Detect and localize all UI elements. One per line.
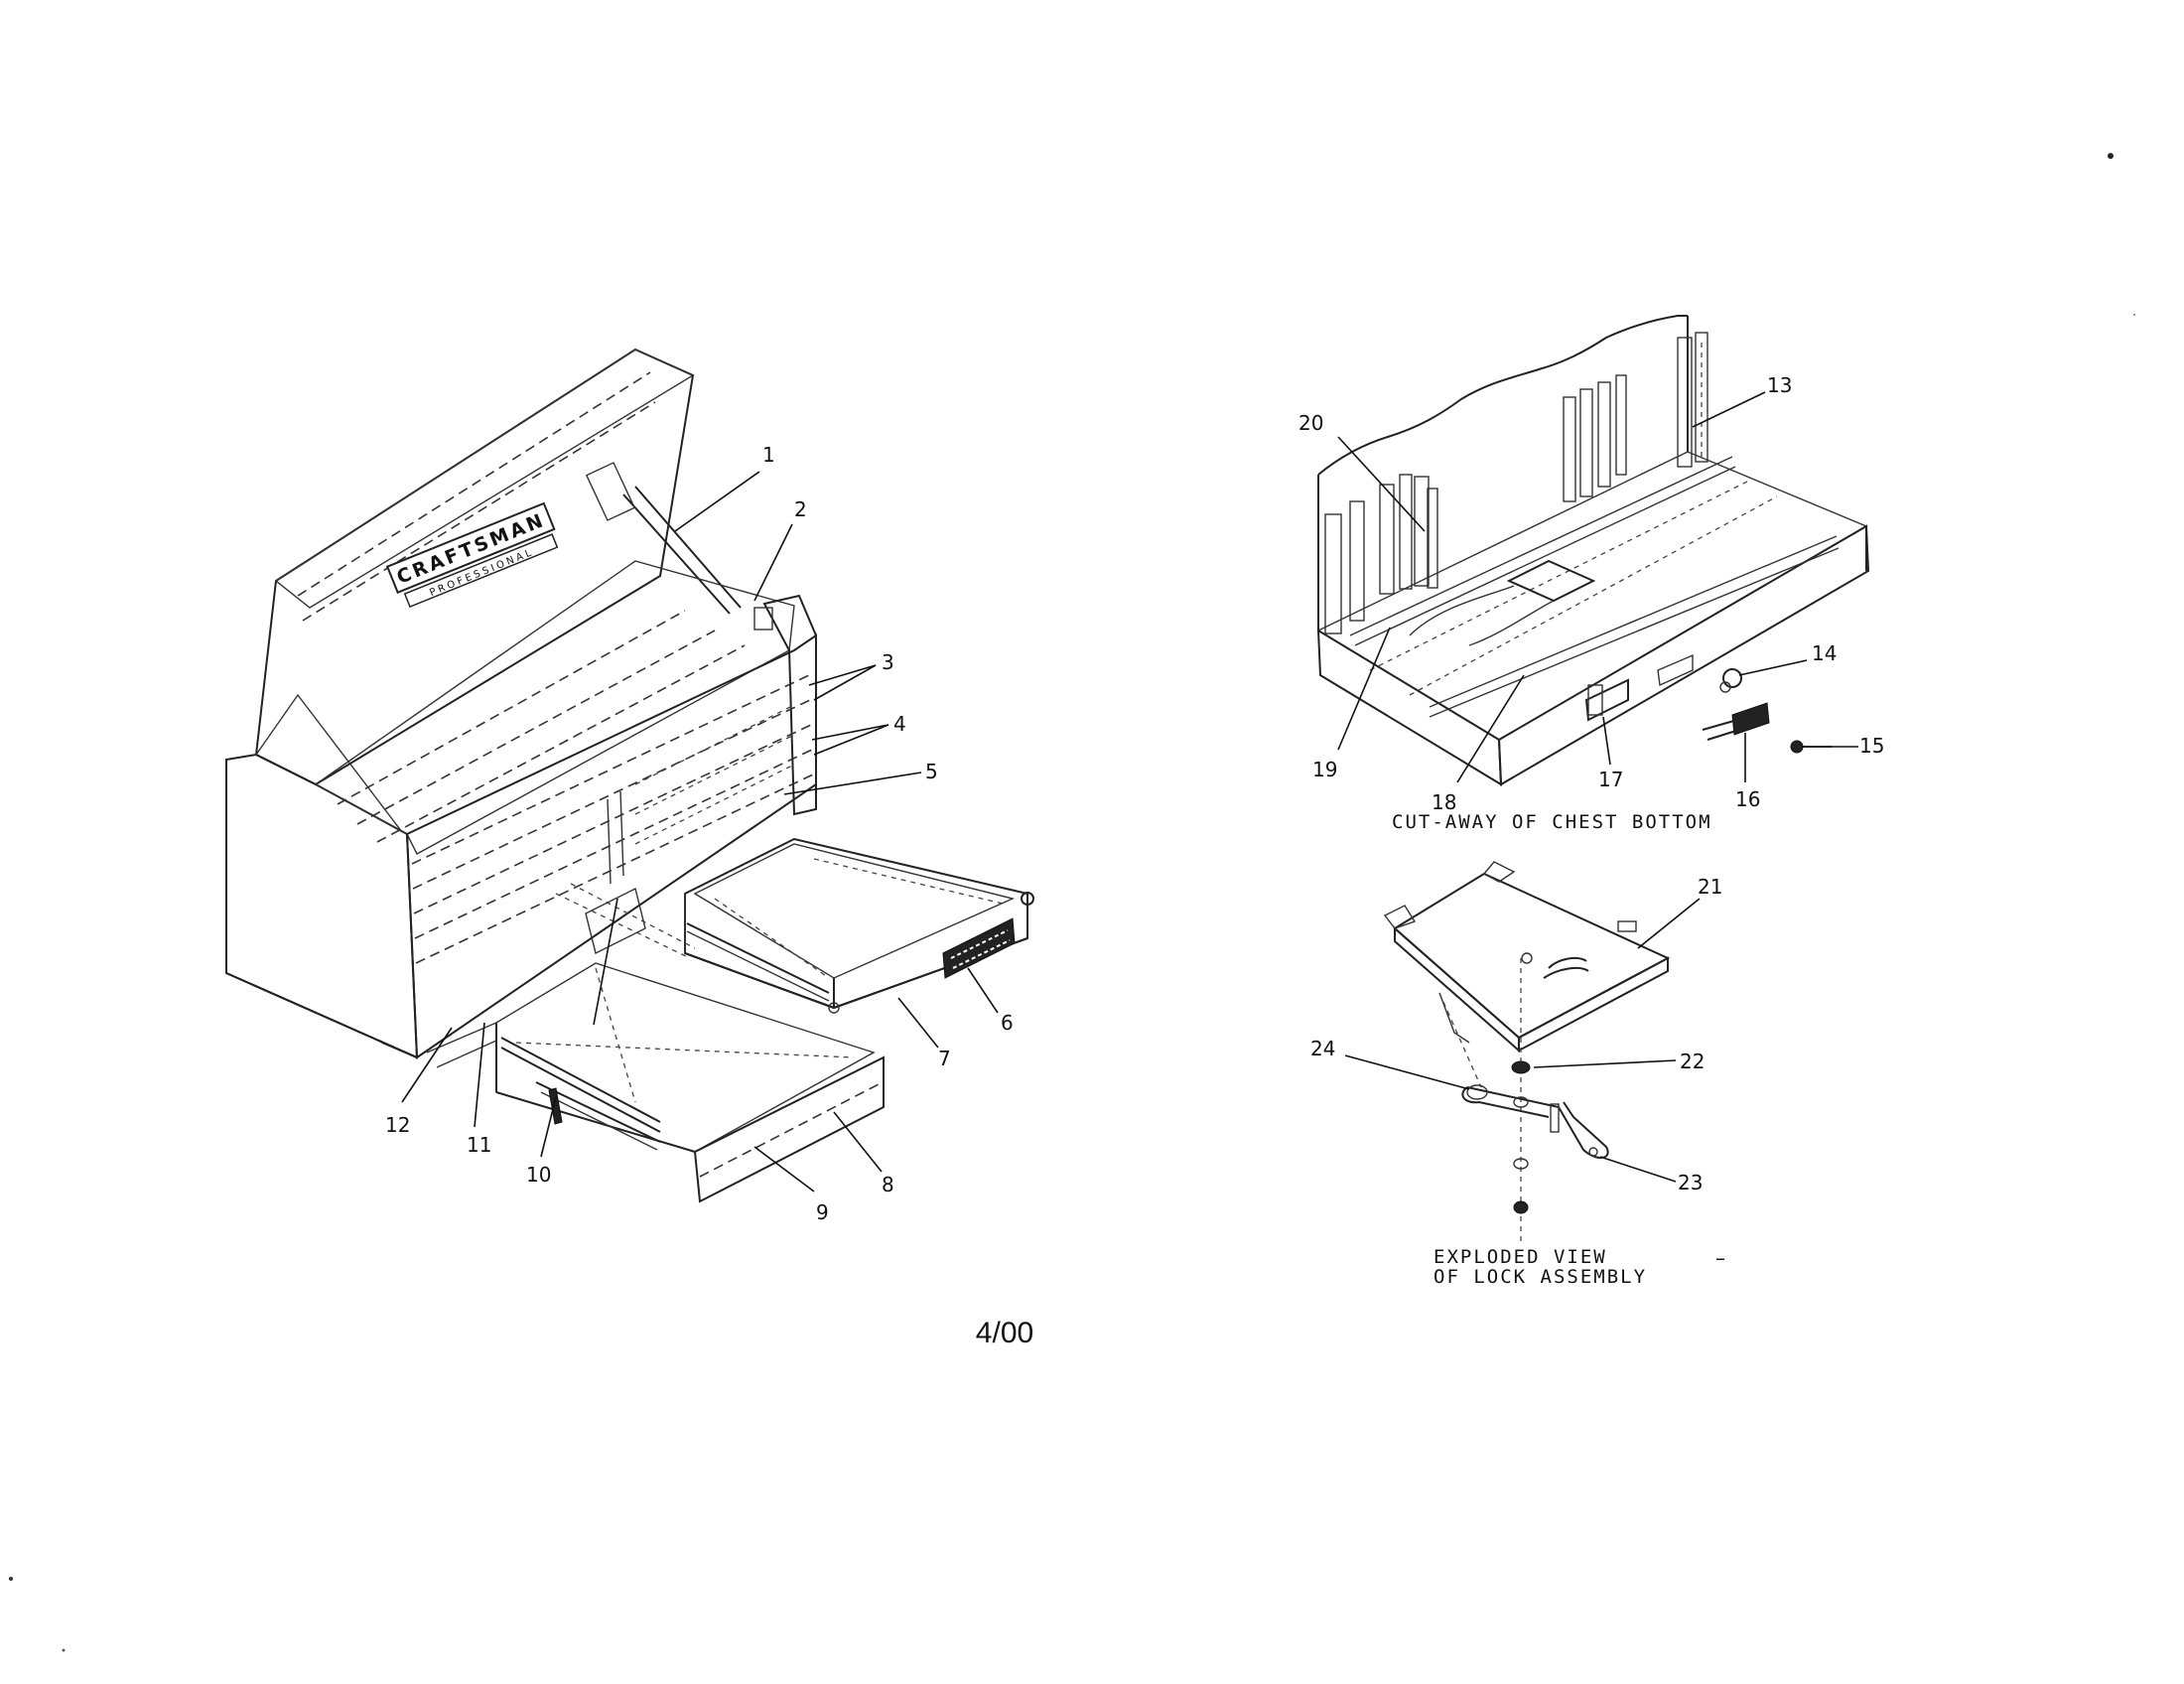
callout-10: 10: [526, 1163, 551, 1187]
cutaway-uprights: [1324, 332, 1708, 634]
open-drawer-front: [426, 883, 885, 1203]
callout-7: 7: [938, 1047, 951, 1070]
lid-stay-1: [622, 493, 731, 615]
callout-18: 18: [1432, 790, 1456, 814]
callout-19: 19: [1312, 758, 1337, 781]
upper-drawers: [411, 674, 814, 964]
drawer-nameplate: [942, 917, 1016, 979]
callout-22: 22: [1680, 1050, 1705, 1073]
callout-17: 17: [1598, 768, 1623, 791]
lock-callouts: 21 22 23 24: [1310, 875, 1722, 1194]
callout-12: 12: [385, 1113, 410, 1137]
lock-caption-line1: EXPLODED VIEW: [1433, 1246, 1607, 1268]
latch-part-16: [1702, 702, 1770, 741]
cutaway-callouts: 13 14 15 16 17 18 19 20: [1298, 373, 1884, 814]
callout-6: 6: [1001, 1011, 1014, 1035]
callout-14: 14: [1812, 641, 1837, 665]
callout-20: 20: [1298, 411, 1323, 435]
callout-11: 11: [467, 1133, 491, 1157]
callout-21: 21: [1698, 875, 1722, 899]
callout-24: 24: [1310, 1037, 1335, 1060]
cutaway-caption: CUT-AWAY OF CHEST BOTTOM: [1392, 811, 1712, 833]
cutaway-illustration: 13 14 15 16 17 18 19 20 CUT-AWAY OF CHES…: [1298, 315, 1884, 833]
lock-caption-line2: OF LOCK ASSEMBLY: [1433, 1266, 1647, 1288]
chest-callouts: 1 2 3 4 5 6 7 8 9 10 11 12: [385, 443, 1014, 1224]
callout-9: 9: [816, 1200, 829, 1224]
callout-2: 2: [794, 497, 807, 521]
brand-emblem: CRAFTSMAN PROFESSIONAL: [385, 501, 559, 609]
drawer-slide-rail: [686, 922, 830, 994]
callout-23: 23: [1678, 1171, 1703, 1194]
scan-specks: [9, 153, 2135, 1652]
callout-4: 4: [893, 712, 906, 736]
chest-lid: CRAFTSMAN PROFESSIONAL: [254, 348, 742, 786]
open-drawer-right: [684, 837, 1034, 1014]
callout-15: 15: [1859, 734, 1884, 758]
callout-5: 5: [925, 760, 938, 783]
dash-mark: –: [1715, 1246, 1725, 1270]
chest-body: [225, 560, 817, 1059]
date-code: 4/00: [976, 1317, 1033, 1349]
callout-16: 16: [1735, 787, 1760, 811]
lock-assembly-illustration: 21 22 23 24 EXPLODED VIEW OF LOCK ASSEMB…: [1310, 861, 1725, 1288]
callout-3: 3: [882, 650, 894, 674]
tool-chest-illustration: CRAFTSMAN PROFESSIONAL: [225, 348, 1034, 1224]
lock-cam-bar: [1461, 1084, 1609, 1159]
callout-1: 1: [762, 443, 775, 467]
callout-13: 13: [1767, 373, 1792, 397]
callout-8: 8: [882, 1173, 894, 1196]
lock-mounting-plate: [1383, 861, 1671, 1053]
